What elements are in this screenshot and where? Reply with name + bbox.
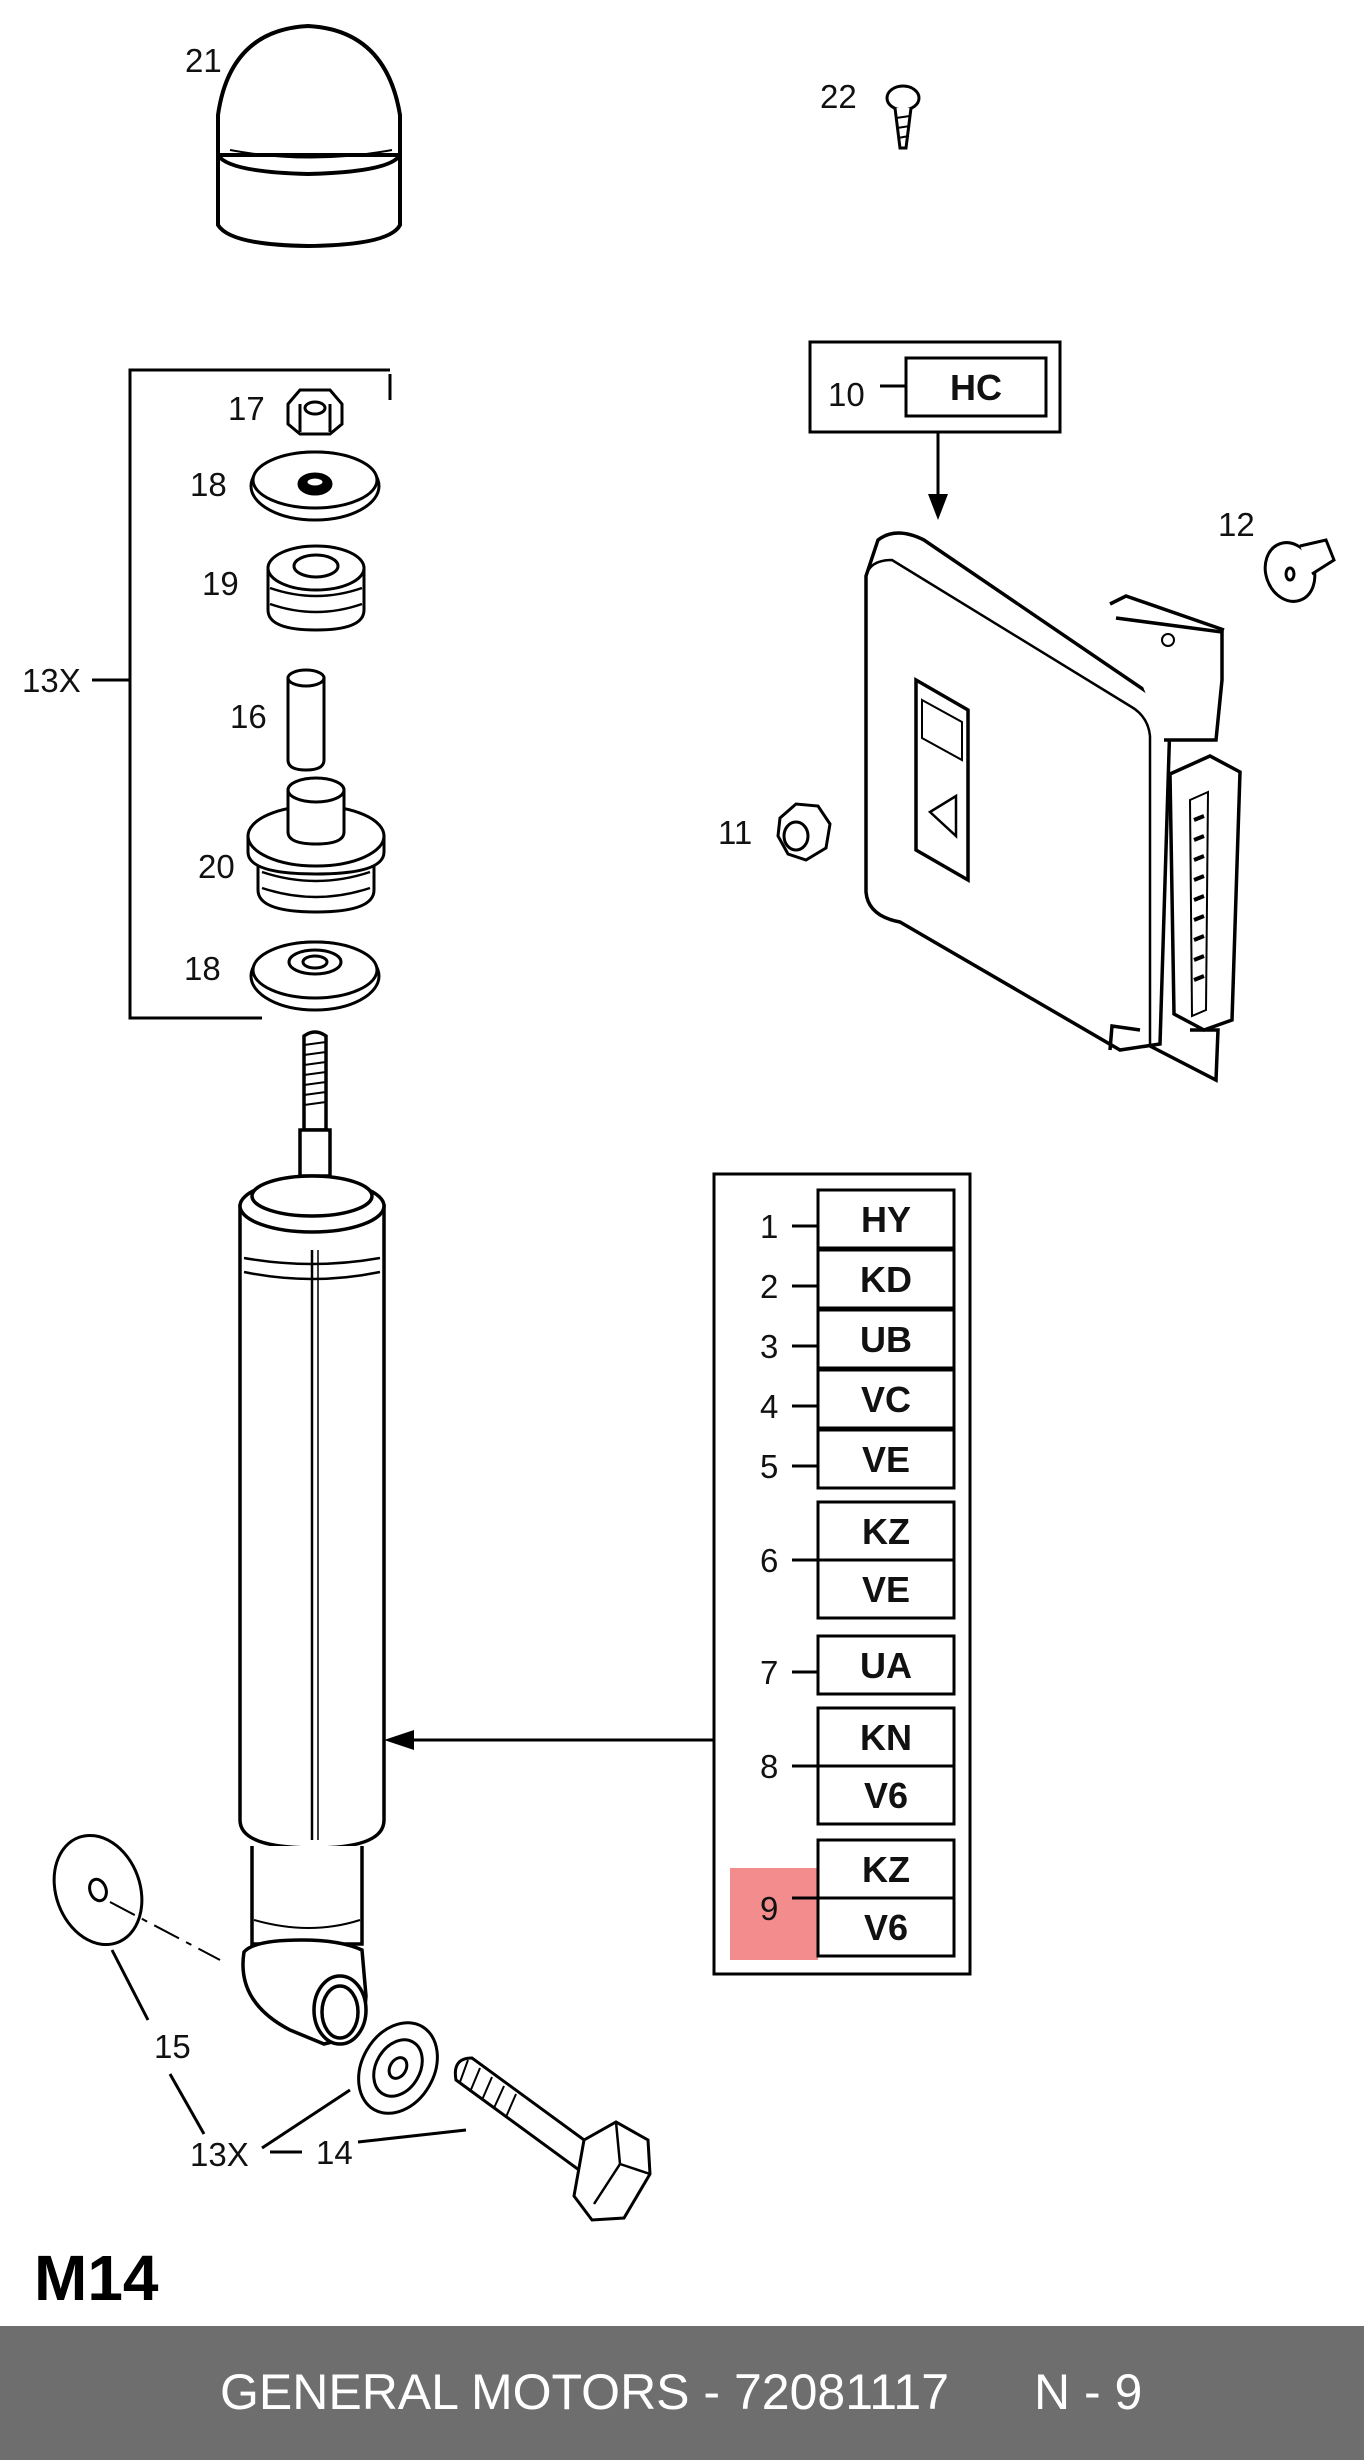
part-22-screw <box>885 84 921 150</box>
callout-19: 19 <box>202 565 239 602</box>
variant-table-frame <box>712 1172 972 1976</box>
row-9-number: 9 <box>760 1890 778 1927</box>
row-8-number: 8 <box>760 1748 778 1785</box>
callout-13x-bottom: 13X <box>190 2136 249 2173</box>
callout-15: 15 <box>154 2028 191 2065</box>
axis-line-15 <box>109 1901 221 1961</box>
part-20-mount <box>246 776 386 914</box>
row-4-number: 4 <box>760 1388 778 1425</box>
row-2-number: 2 <box>760 1268 778 1305</box>
part-17-nut <box>286 388 344 436</box>
bottom-leaders <box>110 1949 467 2154</box>
callout-20: 20 <box>198 848 235 885</box>
row-4-code-1: VC <box>861 1379 911 1420</box>
row-6-code-2: VE <box>862 1569 910 1610</box>
footer-bar: GENERAL MOTORS - 72081117 N - 9 <box>0 2326 1364 2460</box>
row-9-code-2: V6 <box>864 1907 908 1948</box>
variant-rows <box>792 1188 956 1958</box>
part-14-washer <box>357 2021 439 2115</box>
callout-21: 21 <box>185 42 222 79</box>
row-6-code-1: KZ <box>862 1511 910 1552</box>
kit-13x-bracket <box>128 368 392 1020</box>
footer-title: GENERAL MOTORS - 72081117 <box>220 2364 950 2420</box>
footer-page: N - 9 <box>1034 2364 1143 2420</box>
callout-17: 17 <box>228 390 265 427</box>
part-21-dust-cap <box>216 23 402 249</box>
row-7-number: 7 <box>760 1654 778 1691</box>
row-1-code-1: HY <box>861 1199 911 1240</box>
row-5-code-1: VE <box>862 1439 910 1480</box>
row-6-number: 6 <box>760 1542 778 1579</box>
part-15-washer <box>52 1833 144 1947</box>
row-2-code-1: KD <box>860 1259 912 1300</box>
row-3-number: 3 <box>760 1328 778 1365</box>
callout-16: 16 <box>230 698 267 735</box>
part-19-bush <box>266 544 366 632</box>
callout-10: 10 <box>828 376 865 413</box>
part-14-bolt <box>453 2056 652 2222</box>
row-1-number: 1 <box>760 1208 778 1245</box>
top-code-box <box>808 340 1062 434</box>
row-8-code-2: V6 <box>864 1775 908 1816</box>
page-code: M14 <box>34 2242 159 2314</box>
row-8-code-1: KN <box>860 1717 912 1758</box>
callout-18-upper: 18 <box>190 466 227 503</box>
part-18-washer-lower <box>249 940 381 1012</box>
callout-11: 11 <box>718 814 752 851</box>
ecu-housing <box>864 531 1242 1083</box>
callout-12: 12 <box>1218 506 1255 543</box>
callout-13x-top: 13X <box>22 662 81 699</box>
callout-18-lower: 18 <box>184 950 221 987</box>
part-11-nut <box>776 802 832 862</box>
part-16-sleeve <box>286 668 326 772</box>
row-5-number: 5 <box>760 1448 778 1485</box>
row-7-code-1: UA <box>860 1645 912 1686</box>
part-18-washer-upper <box>249 450 381 522</box>
top-code-hc: HC <box>950 367 1002 408</box>
callout-14: 14 <box>316 2134 353 2171</box>
part-12-clip <box>1263 538 1336 603</box>
row-9-code-1: KZ <box>862 1849 910 1890</box>
highlight-row-9 <box>730 1868 818 1960</box>
shock-absorber <box>238 1030 386 2046</box>
row-3-code-1: UB <box>860 1319 912 1360</box>
callout-22: 22 <box>820 78 857 115</box>
